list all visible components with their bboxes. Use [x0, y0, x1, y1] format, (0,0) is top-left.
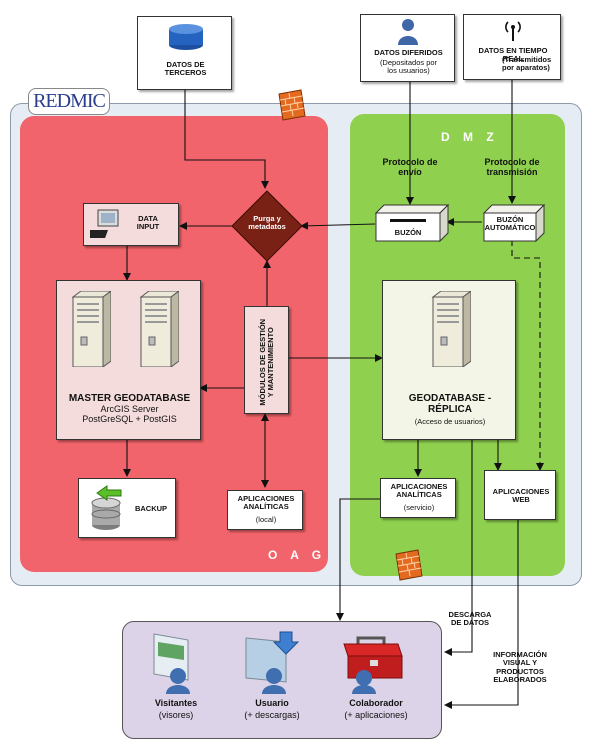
informacion-visual-label: INFORMACIÓN VISUAL Y PRODUCTOS ELABORADO… [493, 650, 547, 684]
data-input-label: DATA INPUT [136, 214, 160, 232]
user-icon [398, 19, 418, 45]
datos-diferidos-box: DATOS DIFERIDOS (Depositados por los usu… [360, 14, 455, 82]
mailbox-icon [482, 203, 546, 243]
oag-title: O A G [268, 548, 327, 562]
user-usuario-title: Usuario [255, 698, 289, 708]
data-input-box: DATA INPUT [83, 203, 179, 246]
database-icon [169, 24, 203, 50]
buzon-automatico-label: BUZÓN AUTOMÁTICO [484, 215, 536, 233]
browser-icon [153, 633, 190, 694]
aplicaciones-local-box: APLICACIONES ANALÍTICAS (local) [227, 490, 303, 530]
aplicaciones-local-title: APLICACIONES ANALÍTICAS [237, 494, 295, 512]
master-geodatabase-subtitle: ArcGIS Server PostGreSQL + PostGIS [82, 404, 177, 424]
user-visitantes-title: Visitantes [154, 698, 198, 708]
datos-diferidos-title: DATOS DIFERIDOS [374, 48, 443, 57]
geodatabase-replica-title: GEODATABASE - RÉPLICA [408, 393, 492, 415]
datos-tiempo-real-subtitle: (Transmitidos por aparatos) [502, 55, 552, 73]
buzon-label: BUZÓN [394, 228, 422, 237]
modulos-gestion-label: MÓDULOS DE GESTIÓN Y MANTENIMIENTO [257, 318, 275, 406]
server-icon [431, 291, 471, 367]
geodatabase-replica-box: GEODATABASE - RÉPLICA (Acceso de usuario… [382, 280, 516, 440]
antenna-icon [505, 21, 521, 41]
user-colaborador-subtitle: (+ aplicaciones) [344, 710, 408, 720]
redmic-logo: REDMIC [28, 88, 110, 115]
firewall-icon [278, 89, 306, 121]
datos-terceros-box: DATOS DE TERCEROS [137, 16, 232, 90]
download-icon [245, 631, 300, 694]
master-geodatabase-box: MASTER GEODATABASE ArcGIS Server PostGre… [56, 280, 201, 440]
user-colaborador-title: Colaborador [349, 698, 403, 708]
datos-terceros-label: DATOS DE TERCEROS [164, 60, 207, 78]
mailbox-icon [374, 203, 450, 243]
master-geodatabase-title: MASTER GEODATABASE [68, 393, 191, 404]
purga-diamond [231, 190, 303, 262]
geodatabase-replica-subtitle: (Acceso de usuarios) [414, 417, 486, 426]
aplicaciones-web-box: APLICACIONES WEB [484, 470, 556, 520]
datos-diferidos-subtitle: (Depositados por los usuarios) [379, 58, 438, 76]
user-visitantes-subtitle: (visores) [158, 710, 194, 720]
datos-tiempo-real-title: DATOS EN TIEMPO REAL [478, 46, 548, 64]
datos-tiempo-real-box: DATOS EN TIEMPO REAL (Transmitidos por a… [463, 14, 561, 80]
firewall-icon [395, 549, 423, 581]
descarga-datos-label: DESCARGA DE DATOS [448, 610, 492, 628]
server-icon [139, 291, 179, 367]
server-icon [71, 291, 111, 367]
modulos-gestion-box: MÓDULOS DE GESTIÓN Y MANTENIMIENTO [244, 306, 289, 414]
user-usuario-subtitle: (+ descargas) [244, 710, 300, 720]
backup-icon [91, 485, 122, 530]
aplicaciones-servicio-subtitle: (servicio) [403, 503, 435, 512]
backup-box: BACKUP [78, 478, 176, 538]
backup-label: BACKUP [134, 504, 168, 513]
aplicaciones-web-label: APLICACIONES WEB [492, 487, 550, 505]
toolbox-icon [343, 636, 403, 694]
aplicaciones-servicio-box: APLICACIONES ANALÍTICAS (servicio) [380, 478, 456, 518]
aplicaciones-servicio-title: APLICACIONES ANALÍTICAS [390, 482, 448, 500]
protocolo-envio-label: Protocolo de envío [382, 157, 438, 177]
aplicaciones-local-subtitle: (local) [255, 515, 277, 524]
dmz-title: D M Z [441, 130, 499, 144]
purga-label: Purga y metadatos [248, 214, 286, 232]
protocolo-transmision-label: Protocolo de transmisión [484, 157, 540, 177]
computer-icon [90, 209, 119, 238]
